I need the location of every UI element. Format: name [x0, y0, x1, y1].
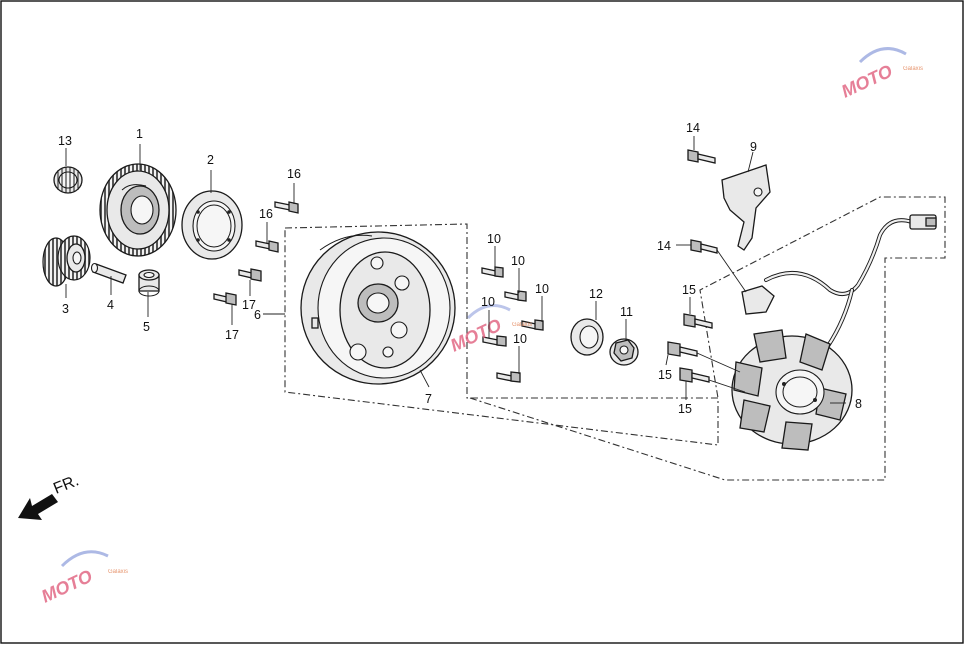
svg-text:MOTO: MOTO — [38, 566, 95, 607]
callout-17b: 17 — [225, 328, 239, 342]
callout-6: 6 — [254, 308, 261, 322]
reduction-gear-part-3 — [42, 235, 91, 287]
bolt-part-15-a — [683, 313, 713, 329]
svg-text:Galaxis: Galaxis — [903, 66, 923, 72]
bolt-part-14-lower — [690, 239, 718, 254]
bolt-part-16-upper — [274, 201, 299, 214]
shaft-part-4 — [90, 262, 127, 284]
stator-part-8 — [731, 329, 853, 451]
assembly-outline-flywheel — [284, 223, 719, 446]
callout-15a: 15 — [682, 283, 696, 297]
watermark-logo-top-right: MOTO Galaxis — [838, 47, 923, 102]
callout-14a: 14 — [686, 121, 700, 135]
front-direction-arrow — [18, 494, 58, 520]
bolt-part-15-b — [667, 341, 698, 357]
callout-12: 12 — [589, 287, 603, 301]
socket-bolt-part-10-e — [496, 371, 521, 383]
starter-driven-gear-part-1 — [99, 163, 177, 257]
flywheel-rotor-part-7 — [300, 231, 456, 385]
callout-3: 3 — [62, 302, 69, 316]
needle-bearing-part-13 — [53, 166, 83, 194]
callout-2: 2 — [207, 153, 214, 167]
callout-10b: 10 — [511, 254, 525, 268]
socket-bolt-part-10-a — [481, 266, 504, 278]
leader-lines — [65, 136, 846, 404]
socket-bolt-part-10-b — [504, 290, 527, 302]
callout-10d: 10 — [481, 295, 495, 309]
callout-5: 5 — [143, 320, 150, 334]
callout-1: 1 — [136, 127, 143, 141]
assembly-outline-stator — [469, 196, 946, 481]
callout-10e: 10 — [513, 332, 527, 346]
one-way-clutch-part-2 — [181, 190, 243, 260]
callout-10a: 10 — [487, 232, 501, 246]
bolt-part-14-upper — [687, 149, 716, 164]
callout-9: 9 — [750, 140, 757, 154]
bolt-part-15-c — [679, 367, 710, 383]
callout-13: 13 — [58, 134, 72, 148]
svg-text:MOTO: MOTO — [447, 315, 504, 356]
bolt-part-17-lower — [213, 292, 237, 306]
bolt-part-17-upper — [238, 268, 262, 282]
svg-text:Galaxis: Galaxis — [512, 322, 532, 328]
flange-nut-part-11 — [609, 338, 639, 366]
callout-8: 8 — [855, 397, 862, 411]
callout-10c: 10 — [535, 282, 549, 296]
callout-14b: 14 — [657, 239, 671, 253]
callout-15b: 15 — [658, 368, 672, 382]
callout-16a: 16 — [287, 167, 301, 181]
callout-15c: 15 — [678, 402, 692, 416]
svg-text:MOTO: MOTO — [838, 61, 895, 102]
callout-4: 4 — [107, 298, 114, 312]
callout-16b: 16 — [259, 207, 273, 221]
callout-labels: 1 2 3 4 5 6 7 8 9 10 10 10 10 10 11 12 1… — [58, 121, 862, 416]
socket-bolt-part-10-c — [521, 319, 544, 331]
callout-17a: 17 — [242, 298, 256, 312]
bracket-part-9 — [721, 164, 771, 251]
washer-part-12 — [570, 318, 604, 356]
collar-part-5 — [138, 269, 160, 297]
callout-11: 11 — [620, 305, 633, 319]
front-direction-label: FR. — [51, 472, 81, 497]
callout-7: 7 — [425, 392, 432, 406]
svg-text:Galaxis: Galaxis — [108, 569, 128, 575]
watermark-logo-bottom-left: MOTO Galaxis — [38, 550, 128, 607]
bolt-part-16-lower — [255, 240, 279, 253]
socket-bolt-part-10-d — [482, 335, 507, 347]
